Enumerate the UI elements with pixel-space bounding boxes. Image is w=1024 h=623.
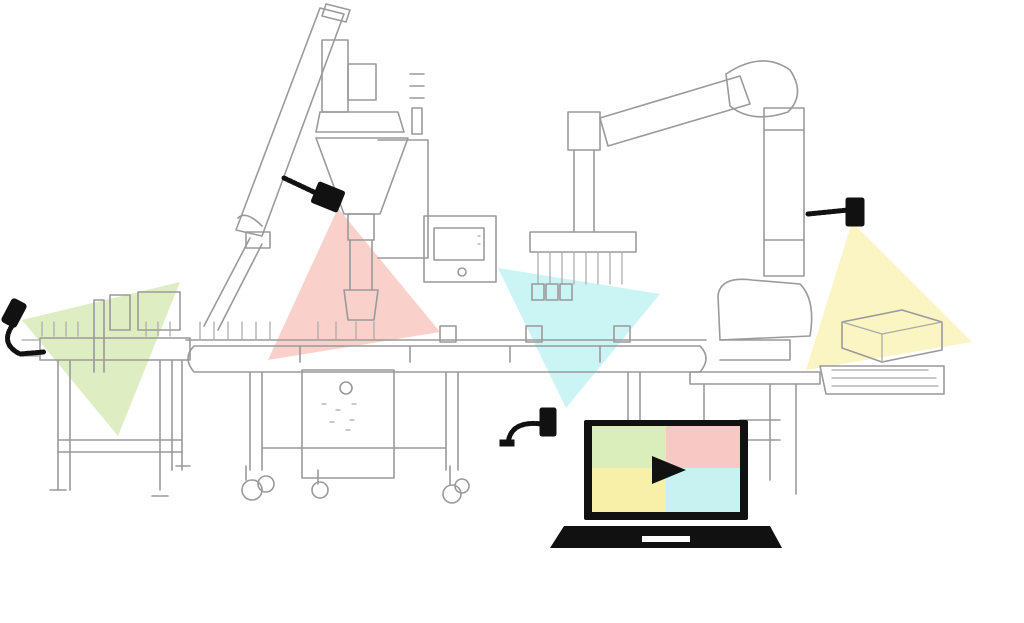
play-icon[interactable]: [652, 456, 686, 484]
camera-filler-view-cone: [268, 208, 440, 360]
camera-left: [1, 298, 47, 357]
box-conveyor: [819, 309, 945, 395]
filler-cabinet: [241, 369, 470, 504]
camera-left-view-cone: [22, 282, 180, 436]
camera-robot-view-cone: [806, 222, 972, 370]
gantry-gripper: [529, 111, 637, 301]
camera-robot: [805, 197, 865, 227]
capping-station: [21, 291, 191, 497]
camera-filler: [281, 175, 345, 213]
laptop-trackpad: [642, 536, 690, 542]
camera-conveyor: [499, 407, 557, 447]
control-panel: [423, 215, 497, 283]
laptop-tile-bottom-right: [666, 468, 740, 512]
laptop[interactable]: [550, 420, 782, 548]
laptop-tile-top-right: [666, 426, 740, 468]
camera-conveyor-view-cone: [498, 268, 660, 408]
